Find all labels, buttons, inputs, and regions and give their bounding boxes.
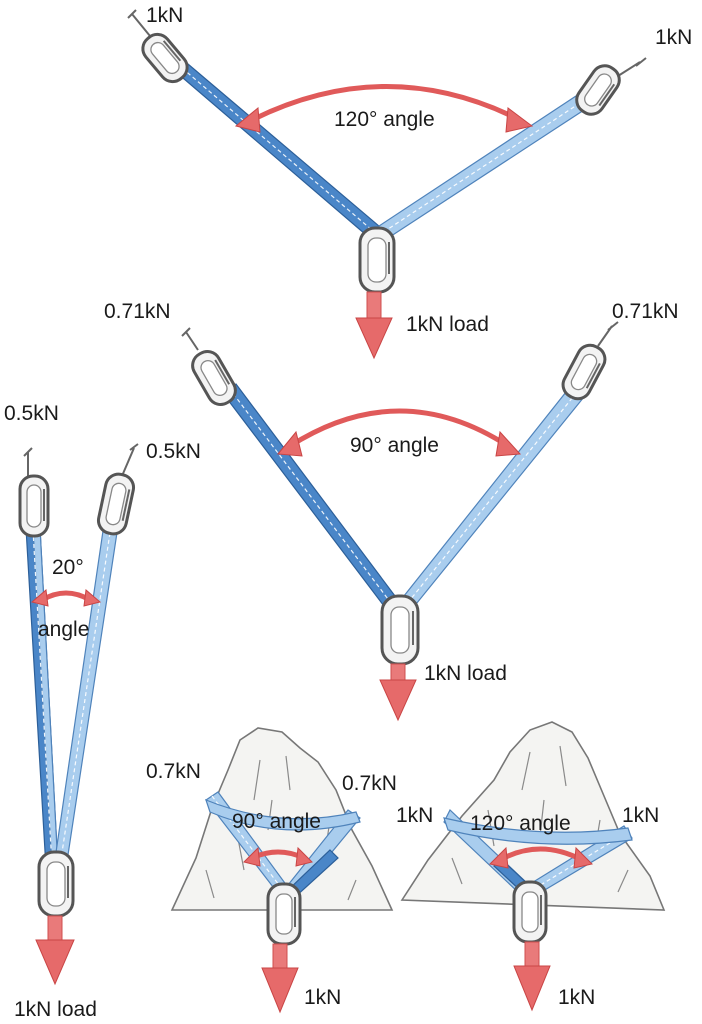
angle-label-line2: angle: [38, 618, 89, 641]
force-label-left: 1kN: [396, 804, 433, 827]
sling-front: [443, 817, 633, 845]
rock-horn: [400, 721, 666, 911]
force-label-right: 1kN: [655, 26, 692, 49]
bolt-icon: [127, 9, 151, 37]
sling-left: [221, 383, 405, 615]
sling-front: [205, 798, 361, 831]
angle-arc: [40, 590, 92, 603]
force-label-left: 0.71kN: [104, 300, 171, 323]
angle-arc: [498, 846, 584, 863]
arrowhead-icon: [495, 430, 522, 457]
arrowhead-icon: [573, 846, 593, 869]
carabiner-icon: [512, 880, 548, 944]
load-label: 1kN load: [14, 998, 97, 1021]
load-arrow-icon: [379, 663, 417, 722]
diagram-horn-90: 0.7kN 0.7kN 90° angle 1kN: [146, 727, 397, 1014]
diagram-120-anchor: 1kN 1kN 120° angle 1kN load: [127, 4, 692, 360]
bolt-icon: [23, 447, 33, 476]
bolt-icon: [597, 321, 619, 347]
load-arrow-icon: [35, 915, 75, 986]
diagram-20-anchor: 0.5kN 0.5kN 20° angle 1kN load: [4, 402, 201, 1021]
angle-arc: [246, 84, 522, 125]
diagram-horn-120: 1kN 1kN 120° angle 1kN: [396, 721, 666, 1012]
bolt-icon: [121, 443, 139, 477]
arrowhead-icon: [277, 430, 303, 457]
carabiner-icon: [191, 350, 237, 406]
arrowhead-icon: [83, 589, 102, 607]
arrowhead-icon: [489, 846, 509, 869]
bolt-icon: [181, 327, 199, 351]
angle-label: 120° angle: [470, 812, 571, 835]
diagram-90-anchor: 0.71kN 0.71kN 90° angle 1kN load: [104, 300, 679, 722]
carabiner-icon: [141, 32, 189, 84]
load-label: 1kN: [304, 986, 341, 1009]
carabiner-icon: [96, 472, 136, 536]
force-label-right: 0.71kN: [612, 300, 679, 323]
arrowhead-icon: [505, 107, 534, 133]
carabiner-icon: [561, 343, 607, 401]
carabiner-icon: [37, 850, 75, 918]
force-label-right: 0.5kN: [146, 440, 201, 463]
load-arrow-icon: [355, 291, 393, 360]
angle-label-line1: 20°: [52, 556, 84, 579]
angle-arc: [288, 408, 510, 449]
angle-label: 90° angle: [232, 810, 321, 833]
load-arrow-icon: [261, 943, 299, 1014]
arrowhead-icon: [243, 846, 261, 867]
force-label-left: 1kN: [146, 4, 183, 27]
force-label-right: 1kN: [622, 804, 659, 827]
carabiner-icon: [266, 882, 302, 946]
load-label: 1kN load: [406, 313, 489, 336]
carabiner-icon: [380, 594, 420, 666]
carabiner-icon: [358, 226, 396, 294]
load-label: 1kN load: [424, 662, 507, 685]
force-label-left: 0.7kN: [146, 760, 201, 783]
force-label-right: 0.7kN: [342, 772, 397, 795]
arrowhead-icon: [30, 589, 49, 607]
load-label: 1kN: [558, 986, 595, 1009]
carabiner-icon: [575, 64, 621, 116]
bolt-icon: [617, 57, 647, 77]
force-label-left: 0.5kN: [4, 402, 59, 425]
arrowhead-icon: [234, 107, 261, 133]
load-arrow-icon: [513, 941, 551, 1012]
angle-label: 120° angle: [334, 108, 435, 131]
angle-label: 90° angle: [350, 434, 439, 457]
carabiner-icon: [18, 474, 50, 538]
arrowhead-icon: [295, 846, 313, 867]
